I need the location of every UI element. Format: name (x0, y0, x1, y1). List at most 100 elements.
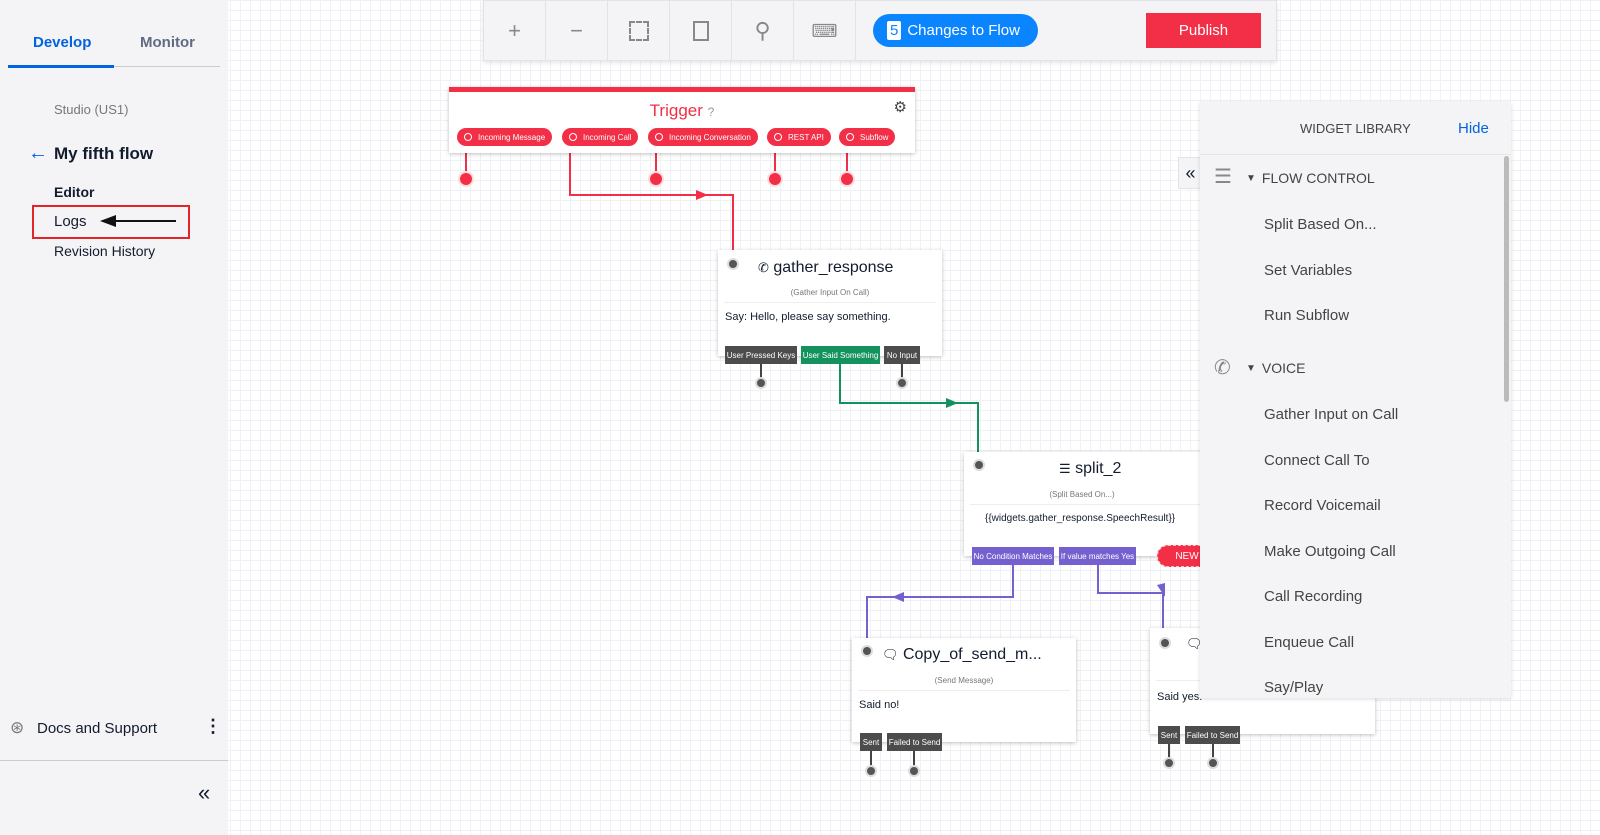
port-dot[interactable] (896, 377, 908, 389)
gather-response-widget[interactable]: ✆ gather_response (Gather Input On Call)… (718, 250, 942, 356)
port-dot[interactable] (460, 173, 472, 185)
more-options-icon[interactable]: ⋮ (204, 716, 222, 736)
sidebar: Develop Monitor Studio (US1) ← My fifth … (0, 0, 228, 835)
connector-incoming-call (569, 145, 734, 250)
trigger-rest-api[interactable]: REST API (767, 128, 831, 146)
section-label: VOICE (1261, 360, 1306, 376)
input-port[interactable] (861, 645, 873, 657)
collapse-library-button[interactable]: « (1178, 157, 1202, 189)
collapse-sidebar-icon[interactable]: « (198, 780, 211, 805)
flow-control-icon: ☰ (1214, 166, 1232, 188)
toolbar: + − ⚲ ⌨ 5 Changes to Flow Publish (483, 0, 1277, 61)
trigger-subflow[interactable]: Subflow (839, 128, 896, 146)
input-port[interactable] (973, 459, 985, 471)
section-label: FLOW CONTROL (1261, 170, 1375, 186)
docs-support-link[interactable]: Docs and Support (37, 720, 158, 737)
copy-of-send-message-widget[interactable]: 🗨 Copy_of_send_m... (Send Message) Said … (852, 638, 1076, 742)
widget-set-variables[interactable]: Set Variables (1264, 262, 1353, 279)
publish-button[interactable]: Publish (1146, 13, 1261, 48)
nav-logs[interactable]: Logs (54, 213, 87, 230)
caret-down-icon: ▼ (1246, 172, 1256, 184)
transition-sent[interactable]: Sent (860, 733, 882, 751)
gear-icon[interactable]: ⚙ (893, 99, 907, 116)
sidebar-divider (0, 760, 228, 761)
port-dot[interactable] (841, 173, 853, 185)
widget-type: (Split Based On...) (1049, 490, 1115, 499)
fit-screen-button[interactable] (608, 1, 670, 61)
split-icon: ☰ (1059, 461, 1071, 476)
trigger-incoming-message[interactable]: Incoming Message (457, 128, 553, 146)
tab-divider (8, 66, 220, 67)
lifebuoy-icon: ⊛ (10, 718, 25, 737)
port-dot[interactable] (1207, 757, 1219, 769)
input-port[interactable] (727, 258, 739, 270)
trigger-incoming-conversation[interactable]: Incoming Conversation (648, 128, 758, 146)
zoom-in-button[interactable]: + (484, 1, 546, 61)
caret-down-icon: ▼ (1246, 362, 1256, 374)
trigger-title: Trigger (649, 101, 703, 120)
trigger-incoming-call[interactable]: Incoming Call (562, 128, 639, 146)
port-dot[interactable] (650, 173, 662, 185)
transition-user-pressed-keys[interactable]: User Pressed Keys (725, 346, 797, 364)
widget-body: {{widgets.gather_response.SpeechResult}} (985, 513, 1176, 524)
bookmark-button[interactable] (670, 1, 732, 61)
widget-body: Said no! (859, 699, 900, 711)
section-flow-control[interactable]: ▼ FLOW CONTROL (1246, 170, 1375, 186)
connector-user-said (839, 364, 979, 452)
section-voice[interactable]: ▼ VOICE (1246, 360, 1305, 376)
port-dot[interactable] (908, 765, 920, 777)
widget-call-recording[interactable]: Call Recording (1264, 588, 1363, 605)
widget-split-based-on[interactable]: Split Based On... (1264, 216, 1377, 233)
keyboard-shortcuts-button[interactable]: ⌨ (794, 1, 856, 61)
connector-no-match (866, 565, 1014, 638)
search-button[interactable]: ⚲ (732, 1, 794, 61)
zoom-out-button[interactable]: − (546, 1, 608, 61)
transition-if-value-matches-yes[interactable]: If value matches Yes (1059, 547, 1136, 565)
search-icon: ⚲ (754, 18, 771, 43)
transition-failed-to-send[interactable]: Failed to Send (1185, 726, 1240, 744)
input-port[interactable] (1159, 637, 1171, 649)
tab-develop[interactable]: Develop (33, 34, 92, 51)
widget-enqueue-call[interactable]: Enqueue Call (1264, 634, 1355, 651)
transition-failed-to-send[interactable]: Failed to Send (887, 733, 942, 751)
transition-no-input[interactable]: No Input (884, 346, 920, 364)
widget-record-voicemail[interactable]: Record Voicemail (1264, 497, 1381, 514)
widget-type: (Gather Input On Call) (790, 288, 870, 297)
book-icon (692, 21, 709, 41)
split-2-widget[interactable]: ☰ split_2 (Split Based On...) {{widgets.… (964, 452, 1224, 556)
pill-label: Incoming Call (583, 132, 632, 142)
trigger-widget[interactable]: Trigger ? ⚙ Incoming Message Incoming Ca… (449, 87, 915, 153)
transition-no-condition-matches[interactable]: No Condition Matches (972, 547, 1054, 565)
widget-gather-input[interactable]: Gather Input on Call (1264, 406, 1399, 423)
tab-monitor[interactable]: Monitor (140, 34, 195, 51)
nav-revision-history[interactable]: Revision History (54, 243, 156, 259)
widget-name: split_2 (1075, 460, 1122, 477)
transition-user-said-something[interactable]: User Said Something (801, 346, 880, 364)
pill-label: Incoming Conversation (669, 132, 751, 142)
changes-to-flow-button[interactable]: 5 Changes to Flow (873, 14, 1038, 47)
port-dot[interactable] (865, 765, 877, 777)
widget-make-outgoing-call[interactable]: Make Outgoing Call (1264, 543, 1396, 560)
port-dot[interactable] (755, 377, 767, 389)
message-icon: 🗨 (882, 647, 899, 662)
nav-editor[interactable]: Editor (54, 184, 95, 200)
back-arrow-icon[interactable]: ← (28, 142, 48, 164)
port-dot[interactable] (769, 173, 781, 185)
transition-sent[interactable]: Sent (1158, 726, 1180, 744)
hide-button[interactable]: Hide (1458, 120, 1489, 137)
widget-name: Copy_of_send_m... (902, 646, 1042, 663)
logs-highlight-box (32, 205, 190, 239)
fullscreen-icon (628, 21, 649, 41)
widget-body: Said yes! (1157, 691, 1203, 703)
phone-icon: ✆ (1214, 357, 1231, 379)
widget-say-play[interactable]: Say/Play (1264, 679, 1324, 696)
keyboard-icon: ⌨ (811, 20, 838, 41)
changes-count-badge: 5 (887, 21, 902, 40)
widget-run-subflow[interactable]: Run Subflow (1264, 307, 1350, 324)
scrollbar[interactable] (1504, 156, 1509, 402)
widget-type: (Send Message) (934, 676, 994, 685)
widget-connect-call[interactable]: Connect Call To (1264, 452, 1370, 469)
port-dot[interactable] (1163, 757, 1175, 769)
active-tab-indicator (8, 65, 114, 68)
